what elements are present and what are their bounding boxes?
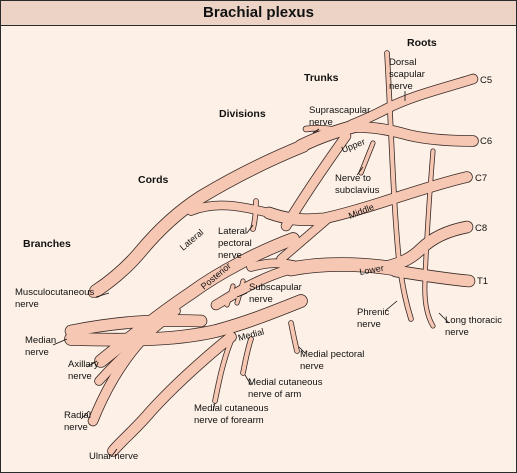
nerve-label-subscapular: Subscapular nerve [249,282,304,305]
leader-lateral-pectoral [246,224,254,234]
nerve-label-radial: Radial nerve [64,410,94,433]
suprascapular-nerve [303,125,344,134]
heading-cords: Cords [138,174,168,186]
brachial-plexus-diagram: Roots Trunks Divisions Cords Branches C5… [15,37,505,462]
leader-medial-pectoral [298,346,306,354]
leader-medial-cutaneous-arm [244,374,252,386]
heading-branches: Branches [23,238,71,250]
heading-divisions: Divisions [219,108,266,120]
phrenic-nerve [385,51,413,321]
nerve-label-dorsal-scapular: Dorsal scapular nerve [389,57,428,92]
middle-anterior-division [187,201,273,217]
nerve-label-ulnar: Ulnar nerve [89,451,138,462]
leader-phrenic [384,300,398,312]
lower-posterior-division [247,259,305,271]
median-nerve [65,314,207,337]
heading-trunks: Trunks [304,72,339,84]
leader-axillary [86,360,98,368]
lower-anterior-division [211,264,296,310]
nerve-label-phrenic: Phrenic nerve [357,307,392,330]
medial-cutaneous-arm [241,337,253,375]
subscapular-branches [225,279,245,307]
middle-trunk [263,207,327,226]
nerve-label-medial-cutaneous-arm: Medial cutaneous nerve of arm [248,377,325,400]
leader-musculocutaneous [95,292,110,298]
nerve-label-medial-cutaneous-forearm: Medial cutaneous nerve of forearm [194,403,271,426]
leader-long-thoracic [438,312,450,324]
nerve-bodies [65,51,478,456]
nerve-label-musculocutaneous: Musculocutaneous nerve [15,287,97,310]
radial-nerve [88,336,146,426]
root-label-c8: C8 [475,223,487,234]
nerve-to-subclavius [359,141,375,175]
leader-subscapular [236,292,248,298]
root-c6 [351,122,478,146]
leader-ulnar [110,448,118,458]
diagram-title: Brachial plexus [1,1,516,26]
leader-medial-cutaneous-forearm [212,402,216,412]
heading-roots: Roots [407,37,437,49]
root-c7 [316,172,472,224]
nerve-label-long-thoracic: Long thoracic nerve [445,315,505,338]
cord-label-lateral: Lateral [178,227,206,252]
leader-median [52,338,68,346]
nerve-label-axillary: Axillary nerve [68,359,101,382]
nerve-label-to-subclavius: Nerve to subclavius [335,173,380,196]
leader-to-subclavius [356,166,364,176]
root-label-c5: C5 [480,75,492,86]
root-label-c6: C6 [480,136,492,147]
nerve-label-median: Median nerve [25,335,59,358]
nerve-label-suprascapular: Suprascapular nerve [309,105,373,128]
nerve-label-lateral-pectoral: Lateral pectoral nerve [218,226,254,261]
nerve-label-medial-pectoral: Medial pectoral nerve [300,349,367,372]
medial-pectoral-branch [289,321,299,353]
leader-suprascapular [312,128,320,134]
trunk-label-lower: Lower [359,263,385,277]
root-label-c7: C7 [475,173,487,184]
medial-cord [65,295,307,346]
musculocutaneous-nerve [89,247,145,297]
root-label-t1: T1 [477,276,488,287]
lateral-pectoral-branch [251,199,258,231]
medial-cutaneous-forearm [213,339,233,403]
middle-posterior-division [277,212,335,263]
leader-lines [52,91,450,458]
ulnar-nerve [108,332,236,456]
leader-radial [80,410,90,420]
root-t1 [390,265,475,287]
